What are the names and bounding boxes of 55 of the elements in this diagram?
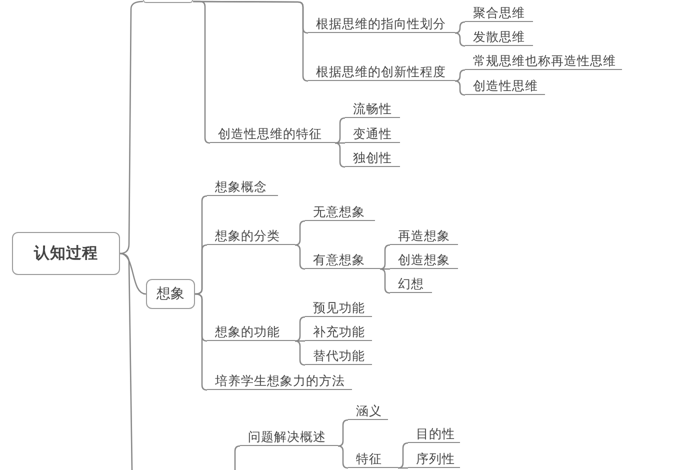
connector-line <box>334 117 346 144</box>
connector-line <box>295 340 305 342</box>
connector-line <box>294 316 306 342</box>
topic-label: 发散思维 <box>465 29 533 46</box>
connector-line <box>380 268 390 270</box>
central-topic-box: 认知过程 <box>12 232 120 275</box>
topic-label: 有意想象 <box>305 252 380 269</box>
connector-line <box>380 268 390 294</box>
connector-line <box>454 21 466 34</box>
topic-label: 预见功能 <box>305 300 372 317</box>
connector-line <box>294 220 306 246</box>
topic-label: 创造性思维 <box>465 78 545 95</box>
topic-label: 再造想象 <box>390 228 458 245</box>
connector-line <box>194 244 208 295</box>
topic-label: 替代功能 <box>305 348 372 365</box>
connector-line <box>338 445 348 469</box>
connector-line <box>398 442 408 469</box>
connector-line <box>334 142 346 168</box>
topic-label: 聚合思维 <box>465 5 533 22</box>
connector-line <box>454 32 466 47</box>
topic-label: 独创性 <box>345 150 400 167</box>
topic-label: 培养学生想象力的方法 <box>207 373 352 390</box>
connector-line <box>294 244 306 270</box>
topic-label: 序列性 <box>408 451 460 468</box>
topic-label: 创造性思维的特征 <box>210 126 335 143</box>
topic-label: 想象概念 <box>207 179 278 196</box>
topic-label: 问题解决概述 <box>240 429 338 446</box>
topic-label: 涵义 <box>348 403 388 420</box>
topic-box: 想象 <box>146 279 195 309</box>
topic-label: 变通性 <box>345 126 400 143</box>
topic-label: 想象的功能 <box>207 324 295 341</box>
connector-line <box>454 80 466 96</box>
topic-label: 创造想象 <box>390 252 458 269</box>
connector-line <box>120 0 144 254</box>
topic-label: 流畅性 <box>345 101 400 118</box>
connector-line <box>194 293 208 391</box>
topic-label: 目的性 <box>408 426 460 443</box>
connector-line <box>454 69 466 82</box>
connector-line <box>338 419 348 447</box>
topic-box <box>143 0 193 3</box>
topic-label: 补充功能 <box>305 324 372 341</box>
connector-line <box>398 467 408 469</box>
connector-line <box>193 0 210 144</box>
topic-label: 根据思维的创新性程度 <box>308 64 455 81</box>
topic-label: 幻想 <box>390 276 432 293</box>
connector-line <box>120 252 133 470</box>
connector-line <box>380 244 390 270</box>
topic-label: 无意想象 <box>305 204 375 221</box>
topic-label: 常规思维也称再造性思维 <box>465 53 622 70</box>
topic-label: 根据思维的指向性划分 <box>308 16 455 33</box>
topic-label: 特征 <box>348 451 398 468</box>
topic-label: 想象的分类 <box>207 228 295 245</box>
connector-line <box>294 340 306 366</box>
connector-line <box>335 142 345 144</box>
connector-line <box>234 445 240 470</box>
